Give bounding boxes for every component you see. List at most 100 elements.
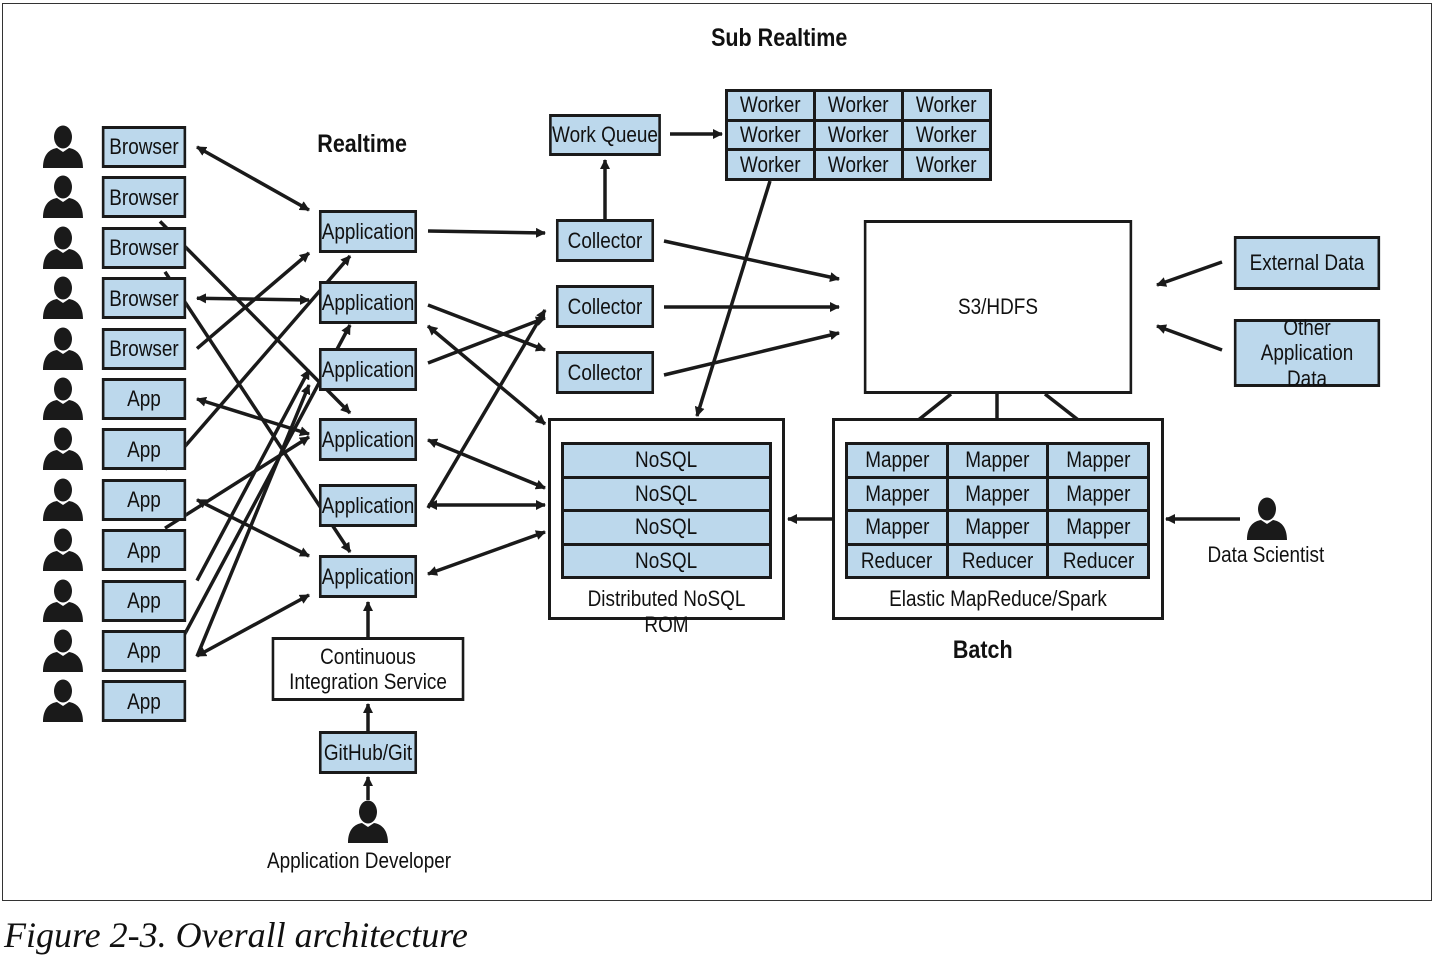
reducer-label: Reducer [861, 547, 933, 573]
connection-arrow [196, 145, 310, 212]
application-label: Application [321, 218, 415, 244]
worker-label: Worker [916, 151, 977, 177]
mapper-cell: Mapper [1049, 478, 1147, 509]
app-client-box: App [101, 378, 187, 420]
worker-label: Worker [740, 151, 801, 177]
data-scientist-label: Data Scientist [1207, 542, 1325, 567]
mapper-cell: Mapper [948, 512, 1047, 543]
collector-box: Collector [555, 219, 655, 262]
sub-realtime-heading: Sub Realtime [711, 24, 848, 52]
figure-caption: Figure 2-3. Overall architecture [4, 915, 468, 955]
app-client-box: App [101, 428, 187, 471]
worker-cell: Worker [904, 121, 989, 149]
browser-client-box: Browser [101, 226, 187, 269]
user-icon [41, 578, 85, 622]
data-scientist-icon [1245, 496, 1289, 540]
browser-client-box: Browser [101, 126, 187, 168]
app-label: App [127, 587, 161, 613]
work-queue-label: Work Queue [552, 122, 658, 148]
worker-label: Worker [916, 121, 977, 147]
application-label: Application [321, 492, 415, 518]
application-box: Application [318, 555, 418, 598]
worker-cell: Worker [728, 151, 813, 178]
user-icon [41, 376, 85, 420]
nosql-label: NoSQL [635, 514, 698, 540]
user-icon [41, 225, 85, 269]
mapper-cell: Mapper [948, 478, 1047, 509]
browser-client-box: Browser [101, 176, 187, 219]
app-label: App [127, 537, 161, 563]
application-label: Application [321, 356, 415, 382]
connection-arrow [427, 227, 546, 238]
application-box: Application [318, 210, 418, 253]
mapper-label: Mapper [965, 480, 1030, 506]
app-label: App [127, 638, 161, 664]
nosql-stack: NoSQL NoSQL NoSQL NoSQL [561, 442, 772, 579]
collector-label: Collector [567, 359, 643, 385]
connection-arrow [1156, 324, 1223, 352]
ci-service-label: Continuous Integration Service [289, 643, 447, 694]
worker-cell: Worker [816, 92, 901, 119]
nosql-label: NoSQL [635, 447, 698, 473]
worker-cell: Worker [816, 151, 901, 178]
worker-label: Worker [740, 121, 801, 147]
worker-label: Worker [740, 92, 801, 118]
connection-arrow [195, 384, 311, 658]
collector-label: Collector [567, 293, 643, 319]
user-icon [41, 124, 85, 168]
collector-box: Collector [555, 285, 655, 328]
connection-arrow [427, 303, 546, 352]
reducer-cell: Reducer [948, 545, 1047, 576]
nosql-container-label: Distributed NoSQL ROM [587, 586, 746, 637]
batch-heading: Batch [952, 636, 1013, 664]
application-box: Application [318, 348, 418, 391]
connection-arrow [427, 438, 546, 490]
app-client-box: App [101, 529, 187, 572]
connection-arrow [1156, 260, 1223, 287]
app-client-box: App [101, 630, 187, 672]
worker-label: Worker [828, 92, 889, 118]
github-label: GitHub/Git [323, 739, 413, 765]
connection-arrow [195, 369, 311, 582]
reducer-cell: Reducer [1049, 545, 1147, 576]
mapper-cell: Mapper [848, 478, 946, 509]
worker-label: Worker [828, 121, 889, 147]
mapper-label: Mapper [864, 514, 929, 540]
worker-cell: Worker [728, 92, 813, 119]
app-label: App [127, 688, 161, 714]
reducer-cell: Reducer [848, 545, 946, 576]
connection-arrow [164, 435, 310, 530]
reducer-label: Reducer [1062, 547, 1134, 573]
connection-arrow [694, 180, 772, 417]
mapper-label: Mapper [1066, 447, 1131, 473]
connection-arrow [196, 593, 310, 658]
diagram-frame [2, 3, 1432, 901]
app-developer-label: Application Developer [266, 848, 452, 873]
application-box: Application [318, 281, 418, 324]
mapper-cell: Mapper [1049, 445, 1147, 476]
mapper-cell: Mapper [1049, 512, 1147, 543]
worker-label: Worker [916, 92, 977, 118]
connection-arrow [195, 251, 311, 350]
user-icon [41, 326, 85, 370]
nosql-label: NoSQL [635, 480, 698, 506]
connection-arrow [663, 330, 840, 377]
user-icon [41, 426, 85, 470]
application-box: Application [318, 418, 418, 461]
s3-hdfs-box: S3/HDFS [863, 220, 1133, 394]
github-box: GitHub/Git [318, 731, 418, 774]
other-app-data-box: Other Application Data [1233, 315, 1381, 391]
connection-arrow [427, 530, 546, 576]
external-data-box: External Data [1233, 236, 1381, 290]
user-icon [41, 275, 85, 319]
worker-cell: Worker [728, 121, 813, 149]
external-data-label: External Data [1249, 250, 1365, 276]
app-client-box: App [101, 680, 187, 723]
app-developer-icon [346, 799, 390, 843]
app-client-box: App [101, 478, 187, 521]
browser-label: Browser [109, 335, 179, 361]
user-icon [41, 678, 85, 722]
nosql-cell: NoSQL [564, 545, 769, 576]
other-app-data-label: Other Application Data [1260, 315, 1354, 391]
